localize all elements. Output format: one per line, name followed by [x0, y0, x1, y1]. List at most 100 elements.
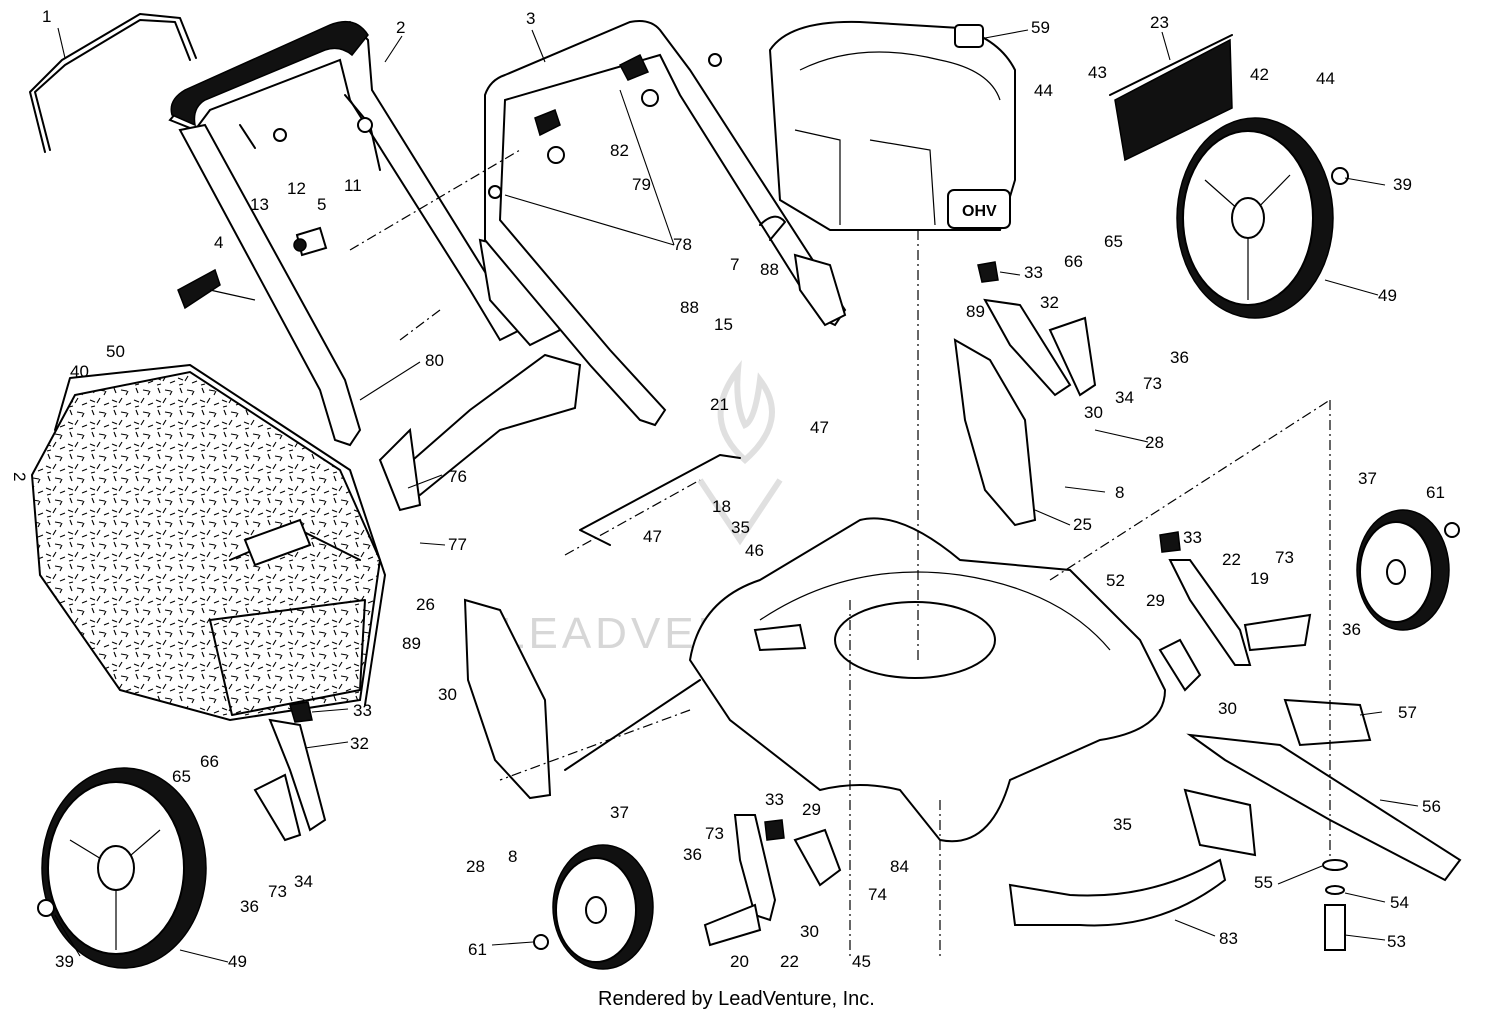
label-part-30-a: 30	[1084, 403, 1103, 422]
label-part-12: 12	[287, 179, 306, 198]
label-part-36-c: 36	[240, 897, 259, 916]
label-part-36-d: 36	[683, 845, 702, 864]
engine-badge: OHV	[962, 203, 997, 220]
label-part-39-left: 39	[55, 952, 74, 971]
label-part-54: 54	[1390, 893, 1409, 912]
label-part-11: 11	[344, 176, 362, 195]
label-part-30-c: 30	[438, 685, 457, 704]
label-part-80: 80	[425, 351, 444, 370]
footer-credit: Rendered by LeadVenture, Inc.	[598, 988, 875, 1010]
watermark-logo	[697, 359, 783, 546]
rear-wheel-right	[1176, 117, 1349, 319]
chute-door	[378, 353, 582, 512]
label-part-30-b: 30	[1218, 699, 1237, 718]
label-part-49-left: 49	[228, 952, 247, 971]
grass-bag	[30, 364, 386, 722]
label-part-28-right: 28	[1145, 433, 1164, 452]
rear-flap	[1109, 34, 1233, 162]
mower-deck	[688, 517, 1167, 843]
label-part-45: 45	[852, 952, 871, 971]
height-adjuster-front-right	[1158, 531, 1312, 692]
label-part-29-right: 29	[1146, 591, 1165, 610]
label-part-32-left: 32	[350, 734, 369, 753]
label-part-44-a: 44	[1034, 81, 1053, 100]
label-part-65-a: 65	[1104, 232, 1123, 251]
control-bar	[29, 13, 197, 153]
label-part-42: 42	[1250, 65, 1269, 84]
label-part-66-b: 66	[200, 752, 219, 771]
label-part-61-left: 61	[468, 940, 487, 959]
label-part-77: 77	[448, 535, 467, 554]
label-part-20: 20	[730, 952, 749, 971]
label-part-13: 13	[250, 195, 269, 214]
label-part-32-right: 32	[1040, 293, 1059, 312]
lower-handle-right	[484, 20, 847, 427]
assembly-lines	[349, 149, 1331, 960]
height-adjuster-rear-right	[953, 261, 1097, 527]
label-part-15: 15	[714, 315, 733, 334]
label-part-46: 46	[745, 541, 764, 560]
label-part-23: 23	[1150, 13, 1169, 32]
label-part-73-c: 73	[268, 882, 287, 901]
label-part-5: 5	[317, 195, 326, 214]
label-part-33-a: 33	[1024, 263, 1043, 282]
label-part-76: 76	[448, 467, 467, 486]
label-part-49-right: 49	[1378, 286, 1397, 305]
label-part-36-b: 36	[1342, 620, 1361, 639]
label-part-36-a: 36	[1170, 348, 1189, 367]
label-part-59: 59	[1031, 18, 1050, 37]
leader-lines	[54, 27, 1419, 963]
label-part-2: 2	[396, 18, 405, 37]
label-part-79: 79	[632, 175, 651, 194]
label-part-34-left: 34	[294, 872, 313, 891]
label-part-25: 25	[1073, 515, 1092, 534]
label-part-61-right: 61	[1426, 483, 1445, 502]
cable-clips	[239, 94, 786, 241]
label-part-47-b: 47	[643, 527, 662, 546]
label-part-18: 18	[712, 497, 731, 516]
blade-assembly	[1186, 698, 1462, 951]
label-part-33-c: 33	[353, 701, 372, 720]
knob-hardware-upper	[488, 53, 722, 199]
label-part-53: 53	[1387, 932, 1406, 951]
label-part-88-b: 88	[680, 298, 699, 317]
label-part-39-right: 39	[1393, 175, 1412, 194]
label-part-56: 56	[1422, 797, 1441, 816]
rear-baffle	[1008, 788, 1257, 927]
label-part-73-d: 73	[705, 824, 724, 843]
label-part-88-a: 88	[760, 260, 779, 279]
axle-rods	[564, 454, 741, 771]
rear-wheel-left	[37, 767, 207, 969]
label-part-43: 43	[1088, 63, 1107, 82]
handle-knob	[177, 226, 328, 310]
label-part-22-right: 22	[1222, 550, 1241, 569]
label-part-84: 84	[890, 857, 909, 876]
front-wheel-left	[533, 844, 654, 970]
label-part-89-b: 89	[402, 634, 421, 653]
label-part-21: 21	[710, 395, 729, 414]
part-labels: 1 2 2 3 4 5 7 8 8 11 12 13 15 18 19 20 2…	[10, 7, 1445, 971]
front-wheel-right	[1356, 509, 1460, 631]
label-part-65-b: 65	[172, 767, 191, 786]
label-part-55: 55	[1254, 873, 1273, 892]
label-part-44-b: 44	[1316, 69, 1335, 88]
label-part-66-a: 66	[1064, 252, 1083, 271]
label-part-73-b: 73	[1275, 548, 1294, 567]
label-part-8-right: 8	[1115, 483, 1124, 502]
label-part-8-left: 8	[508, 847, 517, 866]
label-part-47-a: 47	[810, 418, 829, 437]
label-part-1: 1	[42, 7, 51, 26]
label-part-35-a: 35	[731, 518, 750, 537]
label-part-37-left: 37	[610, 803, 629, 822]
label-part-74: 74	[868, 885, 887, 904]
label-part-35-b: 35	[1113, 815, 1132, 834]
label-part-40: 40	[70, 362, 89, 381]
upper-handle-left	[168, 20, 562, 447]
label-part-50: 50	[106, 342, 125, 361]
label-part-19: 19	[1250, 569, 1269, 588]
label-part-37-right: 37	[1358, 469, 1377, 488]
label-part-73-a: 73	[1143, 374, 1162, 393]
label-part-89-a: 89	[966, 302, 985, 321]
height-adjuster-front-left	[703, 814, 842, 947]
